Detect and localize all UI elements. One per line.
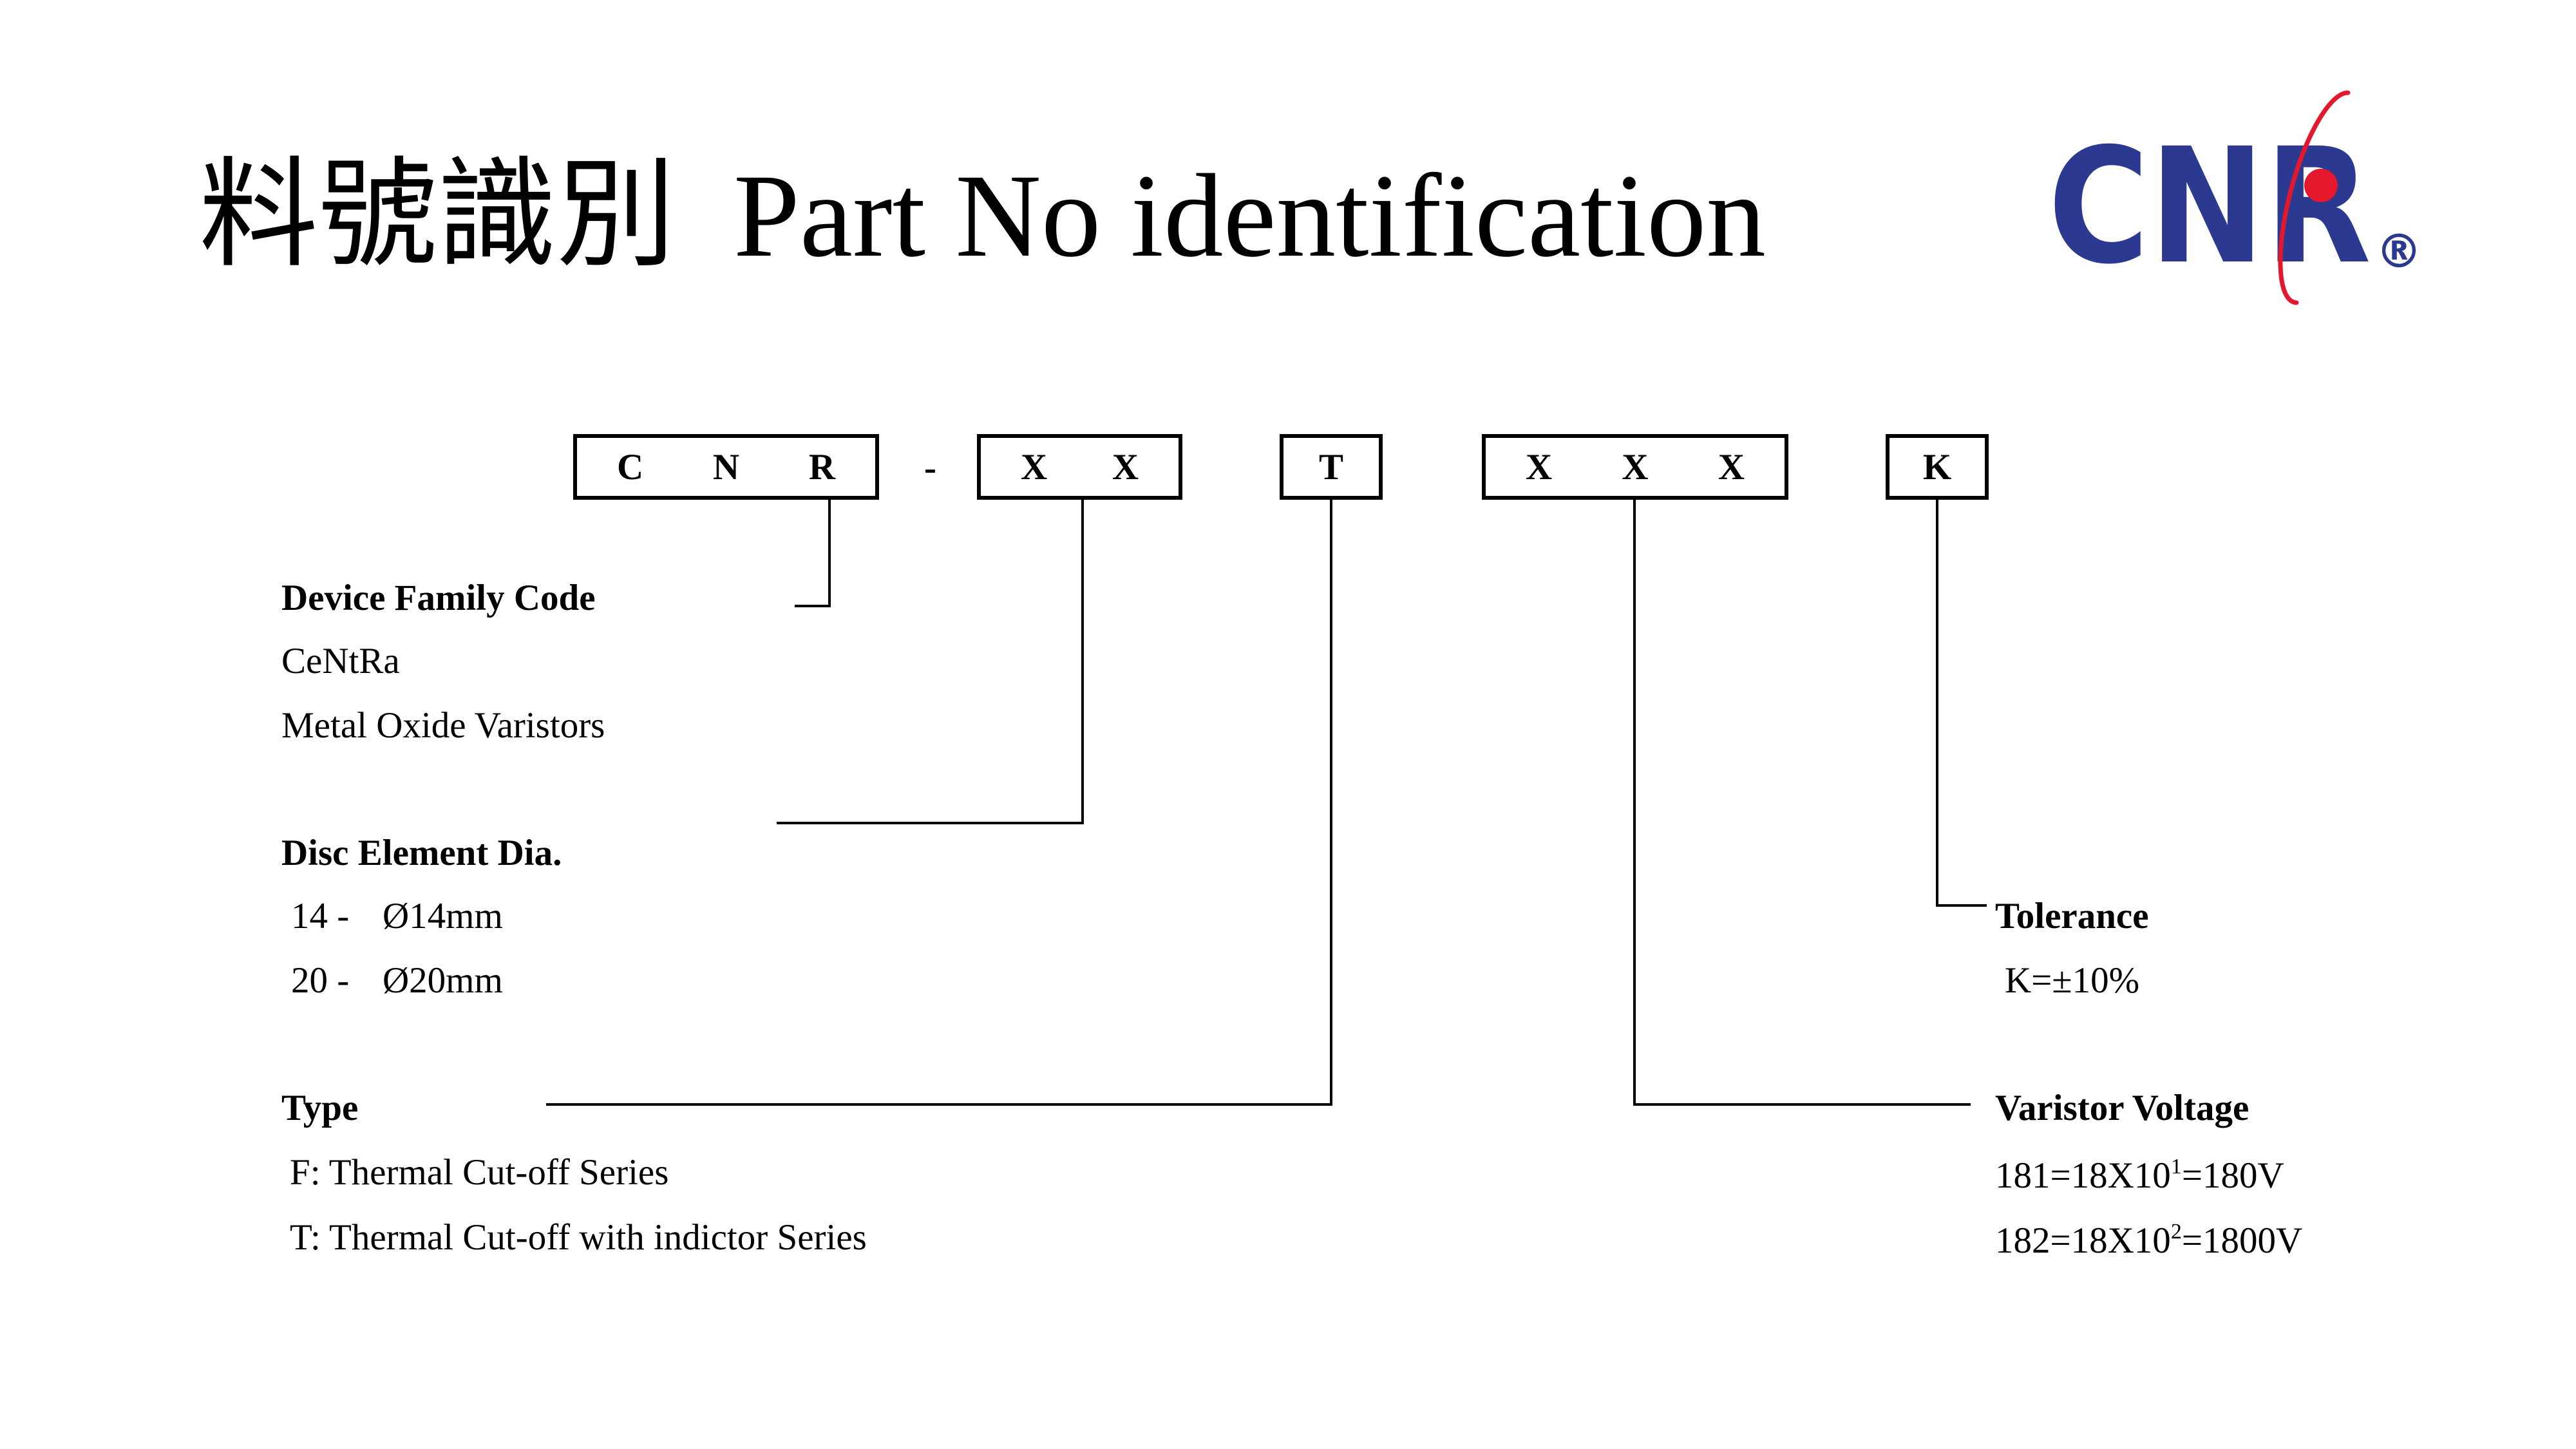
voltage-example: 181=18X101=180V [1995,1155,2284,1196]
logo-red-dot [2304,169,2338,202]
page-title-chinese: 料號識別 [199,150,676,282]
page-title: Part No identification [734,150,1766,282]
disc-element-heading: Disc Element Dia. [281,833,562,873]
code-char: X [1526,446,1553,488]
connector-disc-element [777,500,1084,824]
code-char: N [712,446,740,488]
device-family-line: CeNtRa [281,641,400,681]
logo-orbit-arc [2278,90,2351,305]
connector-type [546,500,1332,1106]
code-box-family: C N R [573,434,879,500]
cnr-logo: CNR ® [2048,90,2422,305]
voltage-example: 182=18X102=1800V [1995,1220,2303,1261]
type-option: T: Thermal Cut-off with indictor Series [290,1217,867,1258]
varistor-voltage-heading: Varistor Voltage [1995,1088,2249,1128]
connector-varistor-voltage [1633,500,1971,1106]
connector-tolerance [1936,500,1987,907]
tolerance-value: K=±10% [2005,960,2140,1001]
code-char: T [1318,446,1344,488]
device-family-line: Metal Oxide Varistors [281,705,605,746]
type-heading: Type [281,1088,359,1128]
code-char: X [1021,446,1048,488]
code-char: R [808,446,835,488]
voltage-base: 182=18X10 [1995,1220,2171,1261]
voltage-result: =1800V [2181,1220,2303,1261]
code-char: X [1112,446,1139,488]
code-char: X [1622,446,1649,488]
voltage-base: 181=18X10 [1995,1155,2171,1196]
code-box-type: T [1280,434,1383,500]
code-char: C [617,446,644,488]
type-option: F: Thermal Cut-off Series [290,1152,669,1193]
voltage-result: =180V [2181,1155,2284,1196]
disc-code: 14 - [291,896,350,936]
registered-mark: ® [2376,224,2422,278]
code-separator: - [924,448,936,488]
tolerance-heading: Tolerance [1995,896,2149,936]
code-char: X [1718,446,1745,488]
code-char: K [1922,446,1952,488]
device-family-heading: Device Family Code [281,578,596,618]
code-box-tolerance: K [1886,434,1989,500]
voltage-exponent: 2 [2170,1220,2182,1244]
voltage-exponent: 1 [2170,1155,2182,1179]
logo-wordmark: CNR [2048,115,2371,299]
disc-size: Ø14mm [383,896,503,936]
code-box-disc: X X [977,434,1182,500]
code-box-voltage: X X X [1482,434,1788,500]
disc-code: 20 - [291,960,350,1001]
connector-device-family [795,500,831,607]
disc-size: Ø20mm [383,960,503,1001]
